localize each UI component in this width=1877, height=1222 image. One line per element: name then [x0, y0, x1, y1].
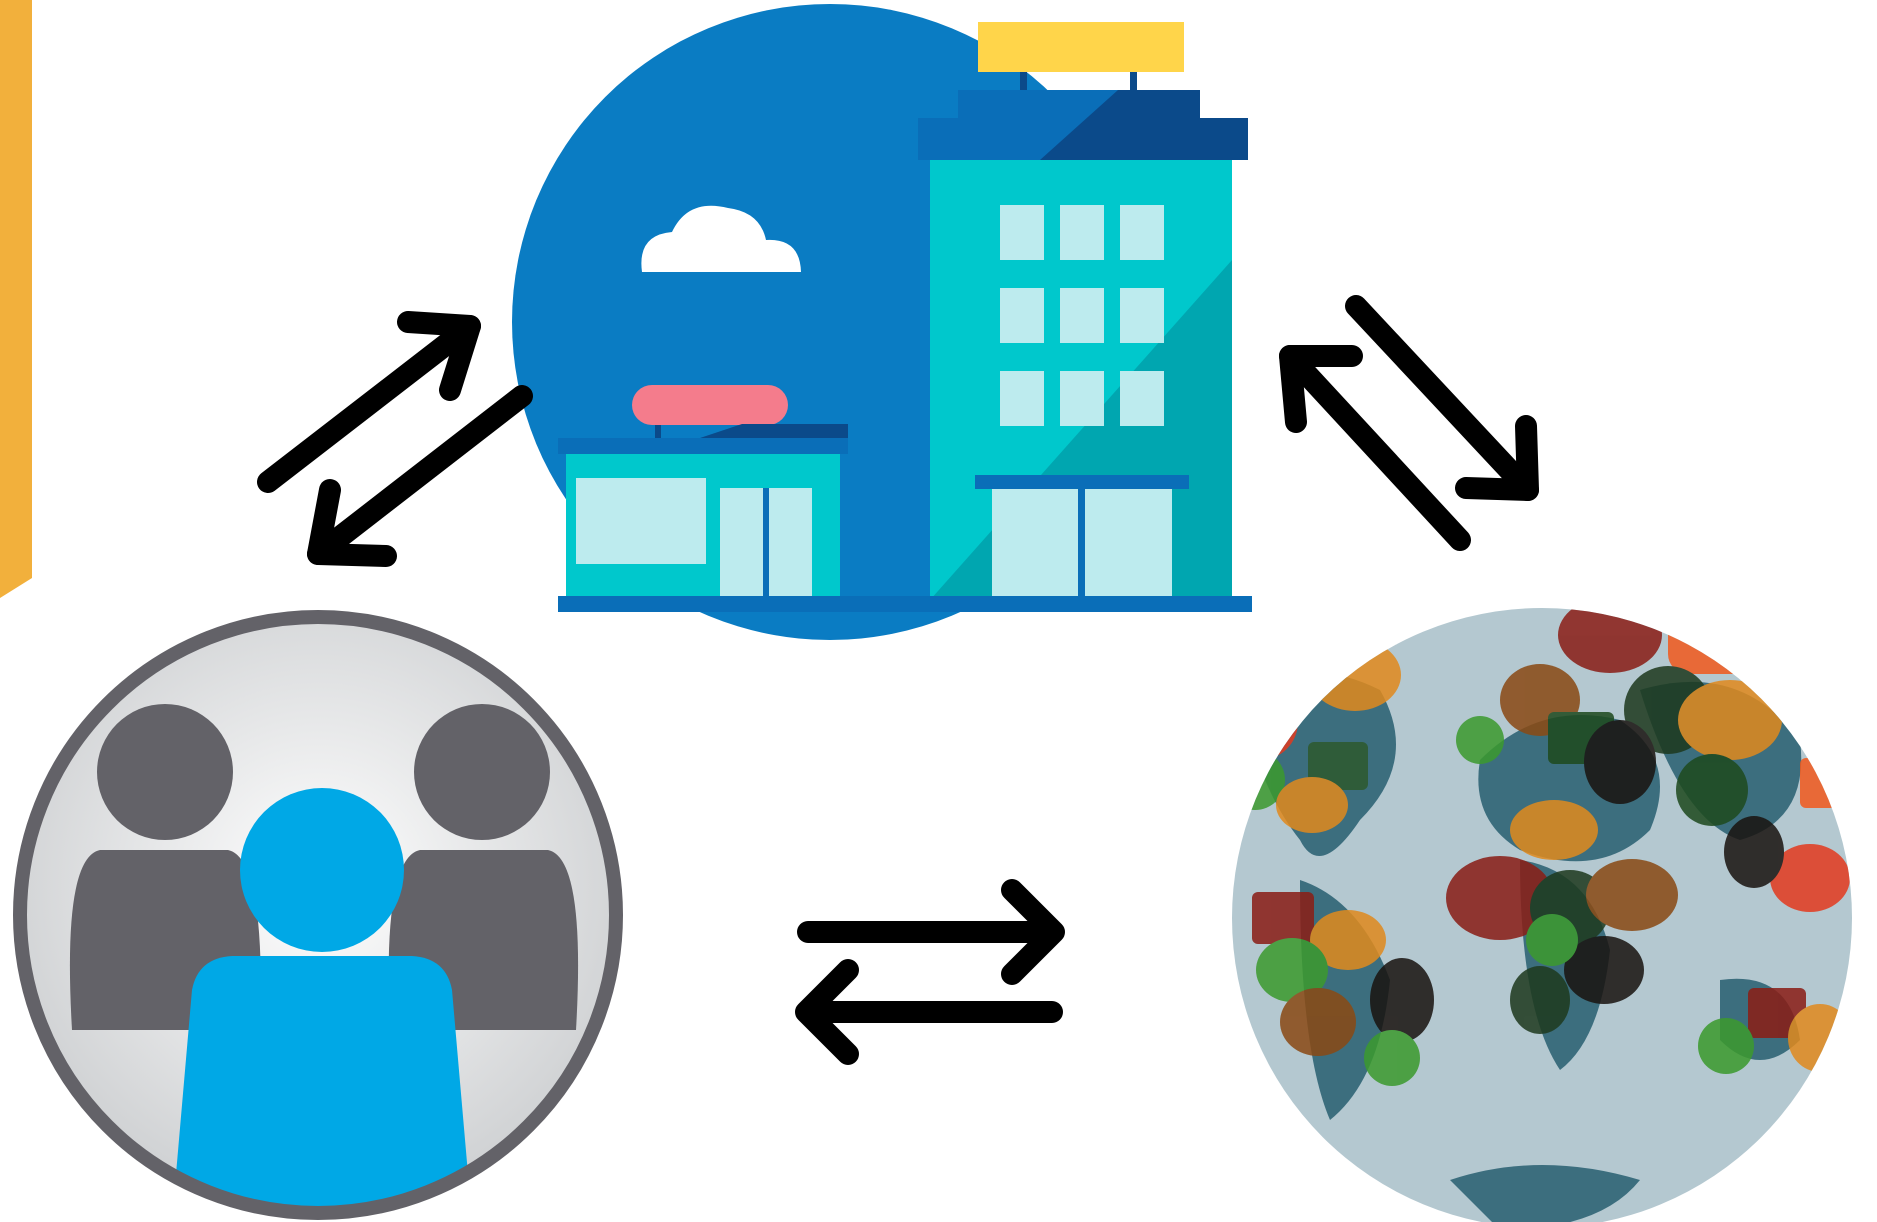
user-group-icon: [13, 610, 623, 1220]
arrow-up-left: [1279, 345, 1471, 551]
arrow-down-left: [307, 385, 533, 567]
store-sign: [632, 385, 788, 425]
arrow-down-right: [1345, 295, 1539, 501]
person-right-head: [414, 704, 550, 840]
person-center-body: [172, 956, 472, 1213]
store-window: [576, 478, 706, 564]
rooftop-sign: [978, 22, 1184, 72]
cloud-icon: [641, 205, 801, 272]
arrow-right: [797, 879, 1065, 985]
roof-shade: [1040, 90, 1248, 160]
globe-with-speech-bubbles-icon: [1232, 608, 1852, 1222]
building-ground: [558, 596, 1252, 612]
tower-windows: [1000, 205, 1164, 426]
person-left-head: [97, 704, 233, 840]
arrow-up-right: [257, 311, 481, 493]
arrow-people-world: [795, 879, 1065, 1065]
accent-bar: [0, 0, 32, 598]
arrow-left: [795, 959, 1063, 1065]
people-ring: [13, 610, 623, 1220]
office-building-icon: [512, 4, 1252, 640]
arrow-people-company: [257, 311, 533, 567]
person-center-head: [240, 788, 404, 952]
arrow-company-world: [1279, 295, 1539, 551]
